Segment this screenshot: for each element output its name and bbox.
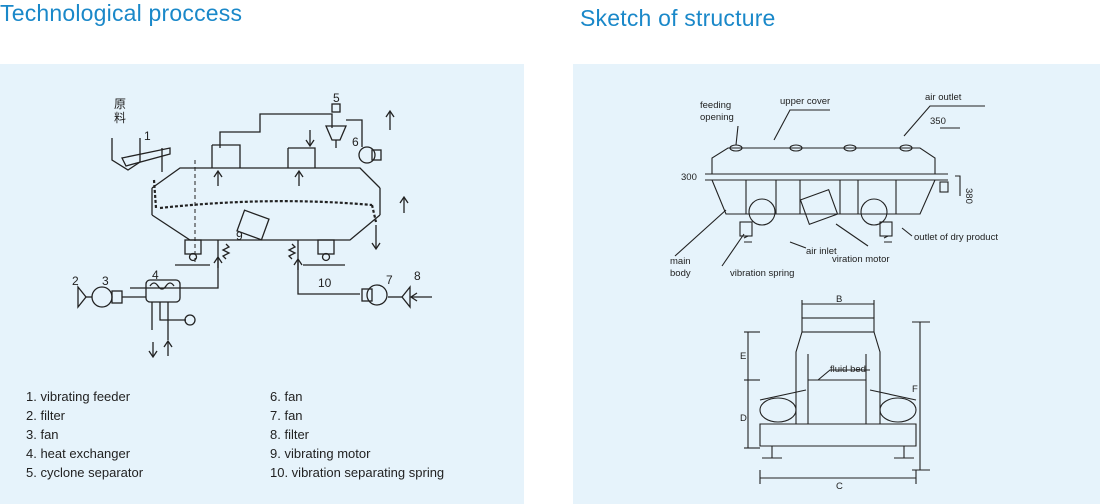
legend-left: 1. vibrating feeder 2. filter 3. fan 4. … <box>26 387 143 482</box>
legend-item: 3. fan <box>26 427 59 442</box>
dry-outlet-label: outlet of dry product <box>914 232 998 243</box>
process-diagram-panel <box>0 64 524 504</box>
marker-6: 6 <box>352 135 359 149</box>
structure-section-title: Sketch of structure <box>580 5 776 31</box>
raw-material-label: 原 <box>114 97 126 111</box>
svg-text:料: 料 <box>114 111 126 125</box>
legend-item: 5. cyclone separator <box>26 465 144 480</box>
dim-300-label: 300 <box>681 172 697 183</box>
legend-item: 9. vibrating motor <box>270 446 371 461</box>
vibration-motor-label: viration motor <box>832 254 890 265</box>
marker-8: 8 <box>414 269 421 283</box>
air-inlet-label: air inlet <box>806 246 837 257</box>
legend-item: 6. fan <box>270 389 303 404</box>
process-flow-diagram: 原 料 1 2 3 4 5 6 7 8 9 10 <box>72 91 432 359</box>
marker-5: 5 <box>333 91 340 105</box>
process-section-title: Technological proccess <box>0 0 243 26</box>
legend-right: 6. fan 7. fan 8. filter 9. vibrating mot… <box>270 387 444 482</box>
structure-diagram-panel <box>573 64 1100 504</box>
marker-2: 2 <box>72 274 79 288</box>
marker-1: 1 <box>144 129 151 143</box>
structure-sketch: feeding opening upper cover air outlet 3… <box>670 92 998 492</box>
svg-text:body: body <box>670 268 691 279</box>
vibration-spring-label: vibration spring <box>730 268 794 279</box>
legend-item: 8. filter <box>270 427 310 442</box>
dim-e-label: E <box>740 351 746 362</box>
dim-350-label: 350 <box>930 116 946 127</box>
dim-380-label: 380 <box>963 188 974 204</box>
legend-item: 4. heat exchanger <box>26 446 131 461</box>
dim-d-label: D <box>740 413 747 424</box>
dim-c-label: C <box>836 481 843 492</box>
legend-item: 1. vibrating feeder <box>26 389 131 404</box>
marker-4: 4 <box>152 268 159 282</box>
legend-item: 10. vibration separating spring <box>270 465 445 480</box>
marker-9: 9 <box>236 229 243 243</box>
feeding-opening-label: feeding <box>700 100 731 111</box>
dim-f-label: F <box>912 384 918 395</box>
svg-text:opening: opening <box>700 112 734 123</box>
marker-10: 10 <box>318 276 332 290</box>
fluid-bed-label: fluid bed <box>830 364 866 375</box>
upper-cover-label: upper cover <box>780 96 830 107</box>
dim-b-label: B <box>836 294 842 305</box>
air-outlet-label: air outlet <box>925 92 962 103</box>
main-body-label: main <box>670 256 691 267</box>
legend-item: 7. fan <box>270 408 303 423</box>
marker-3: 3 <box>102 274 109 288</box>
legend-item: 2. filter <box>26 408 66 423</box>
marker-7: 7 <box>386 273 393 287</box>
